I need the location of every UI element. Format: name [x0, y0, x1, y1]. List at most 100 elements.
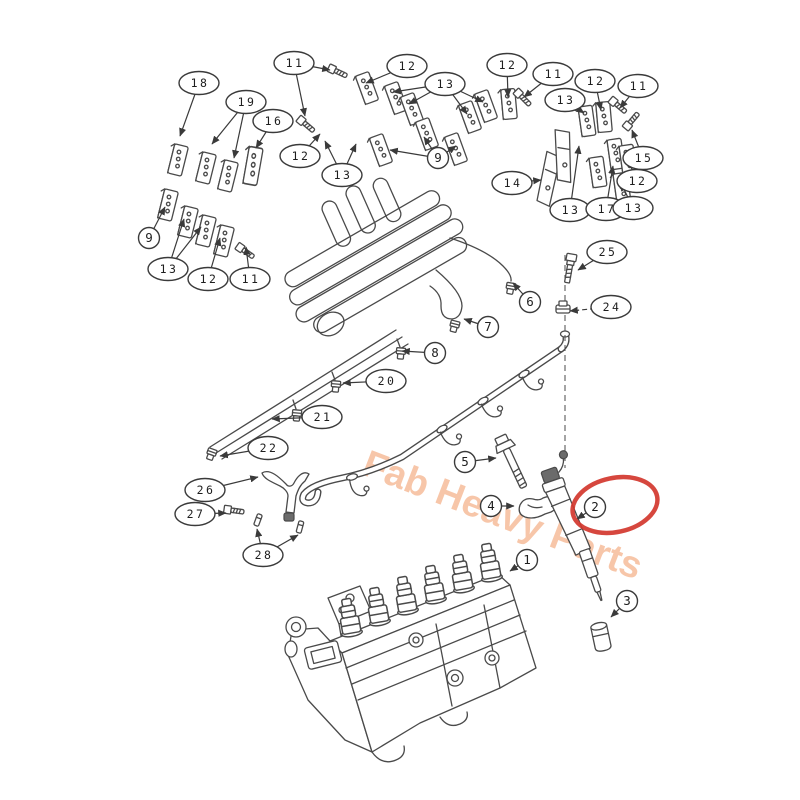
callout-13: 13	[321, 162, 363, 188]
callout-26: 26	[184, 477, 226, 503]
callout-number: 15	[635, 151, 654, 165]
callout-12: 12	[486, 52, 528, 78]
injection-pump	[284, 541, 537, 763]
delivery-valve	[447, 552, 476, 595]
callout-number: 22	[260, 441, 279, 455]
callout-6: 6	[518, 290, 542, 314]
callout-number: 3	[623, 593, 631, 608]
callout-11: 11	[532, 61, 574, 87]
pipe-fitting	[204, 446, 218, 462]
leader-arrow	[569, 306, 612, 314]
callout-2: 2	[583, 495, 607, 519]
callout-number: 16	[265, 114, 284, 128]
pipe-fitting	[447, 319, 461, 334]
nut-24	[555, 300, 571, 314]
callout-number: 21	[314, 410, 333, 424]
leak-off-pipes	[429, 237, 517, 334]
callout-number: 2	[591, 499, 599, 514]
callout-number: 7	[484, 319, 492, 334]
callout-number: 5	[461, 454, 469, 469]
callout-number: 12	[499, 58, 518, 72]
callout-number: 19	[238, 95, 257, 109]
callout-13: 13	[544, 87, 586, 113]
callout-number: 11	[286, 56, 305, 70]
callout-number: 12	[292, 149, 311, 163]
cap-screw	[295, 114, 317, 135]
callout-number: 27	[187, 507, 206, 521]
clamp-plate	[365, 132, 394, 169]
callout-12: 12	[616, 168, 658, 194]
callout-number: 12	[399, 59, 418, 73]
clamp-plate	[585, 155, 608, 189]
callout-11: 11	[229, 266, 271, 292]
callout-7: 7	[476, 315, 500, 339]
delivery-valve	[391, 574, 420, 617]
callout-22: 22	[247, 435, 289, 461]
fuel-injector	[540, 450, 603, 602]
clamp-plate	[239, 144, 264, 187]
callout-3: 3	[615, 589, 639, 613]
dowel-pin	[295, 519, 305, 535]
bolt-25	[564, 252, 578, 284]
callout-number: 13	[334, 168, 353, 182]
clamp-plate	[351, 70, 380, 107]
callout-number: 6	[526, 294, 534, 309]
callout-number: 18	[191, 76, 210, 90]
callout-12: 12	[279, 143, 321, 169]
callout-13: 13	[549, 197, 591, 223]
bolt-5	[494, 433, 528, 489]
callout-12: 12	[386, 53, 428, 79]
clamp-plate	[192, 150, 218, 185]
cap-screw	[326, 63, 350, 81]
callout-13: 13	[424, 71, 466, 97]
callout-13: 13	[612, 195, 654, 221]
callout-number: 24	[603, 300, 622, 314]
delivery-valve	[419, 563, 448, 606]
callout-number: 17	[598, 202, 617, 216]
callout-number: 25	[599, 245, 618, 259]
callout-number: 4	[487, 498, 495, 513]
callout-12: 12	[574, 68, 616, 94]
callout-number: 12	[200, 272, 219, 286]
callout-number: 9	[145, 230, 153, 245]
callout-5: 5	[453, 450, 477, 474]
fuel-line-bundle	[284, 177, 468, 337]
clamp-plate	[164, 142, 190, 177]
callout-number: 13	[160, 262, 179, 276]
callout-number: 11	[242, 272, 261, 286]
dowel-pin	[252, 512, 264, 528]
callout-number: 13	[557, 93, 576, 107]
clamp-plate	[214, 158, 240, 193]
callout-9: 9	[426, 146, 450, 170]
callout-number: 12	[629, 174, 648, 188]
cap-screw	[222, 504, 246, 517]
pipe-fitting	[291, 408, 303, 423]
callout-number: 13	[437, 77, 456, 91]
callout-16: 16	[252, 108, 294, 134]
callout-number: 13	[625, 201, 644, 215]
callout-number: 13	[562, 203, 581, 217]
callout-28: 28	[242, 542, 284, 568]
callout-21: 21	[301, 404, 343, 430]
callout-24: 24	[590, 294, 632, 320]
callout-19: 19	[225, 89, 267, 115]
callout-15: 15	[622, 145, 664, 171]
injector-sleeve	[590, 621, 612, 652]
callout-20: 20	[365, 368, 407, 394]
callout-1: 1	[515, 548, 539, 572]
callout-11: 11	[617, 73, 659, 99]
cap-screw	[621, 110, 642, 132]
callout-number: 20	[378, 374, 397, 388]
cap-screw	[234, 241, 257, 261]
callout-9: 9	[137, 226, 161, 250]
clamp-plate	[174, 204, 200, 239]
highlight-layer	[570, 474, 660, 536]
callout-12: 12	[187, 266, 229, 292]
callout-number: 8	[431, 345, 439, 360]
callout-number: 26	[197, 483, 216, 497]
callout-11: 11	[273, 50, 315, 76]
callout-number: 12	[587, 74, 606, 88]
callout-4: 4	[479, 494, 503, 518]
